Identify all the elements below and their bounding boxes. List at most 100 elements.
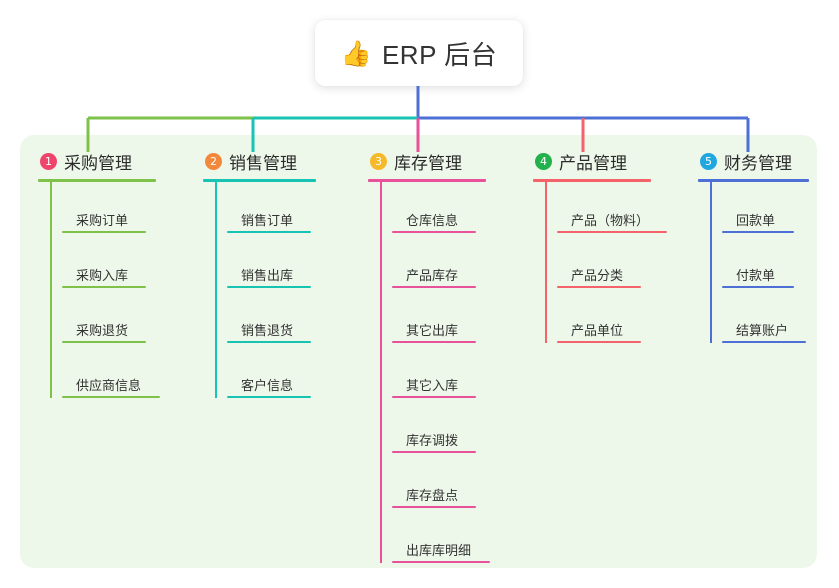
column-产品管理: 4 产品管理产品（物料） 产品分类产品单位: [533, 148, 667, 347]
column-title: 采购管理: [64, 153, 132, 173]
leaf-item-label: 其它出库: [406, 323, 459, 338]
leaf-item[interactable]: 产品库存: [380, 237, 486, 292]
column-title: 产品管理: [559, 153, 627, 173]
leaf-item-rule: [557, 286, 641, 288]
leaf-item-rule: [62, 341, 146, 343]
leaf-item-rule: [392, 396, 476, 398]
leaf-item[interactable]: 客户信息: [215, 347, 316, 402]
leaf-item-label: 产品单位: [571, 323, 624, 338]
leaf-item-label: 仓库信息: [406, 213, 459, 228]
column-header[interactable]: 2 销售管理: [203, 148, 316, 174]
leaf-item-rule: [557, 231, 667, 233]
leaf-item-rule: [227, 396, 311, 398]
leaf-item-label: 客户信息: [241, 378, 294, 393]
leaf-item-label: 其它入库: [406, 378, 459, 393]
leaf-item-rule: [392, 231, 476, 233]
leaf-item-rule: [392, 341, 476, 343]
leaf-item-label: 供应商信息: [76, 378, 142, 393]
leaf-item-label: 库存调拨: [406, 433, 459, 448]
leaf-item[interactable]: 采购订单: [50, 182, 156, 237]
leaf-item[interactable]: 采购入库: [50, 237, 156, 292]
column-header-rule: [533, 179, 651, 182]
column-header-rule: [698, 179, 809, 182]
column-spine: [50, 182, 52, 398]
root-node-label: ERP 后台: [381, 39, 498, 70]
leaf-item[interactable]: 其它入库: [380, 347, 486, 402]
column-items: 采购订单采购入库采购退货供应商信息: [38, 182, 160, 402]
leaf-item[interactable]: 产品单位: [545, 292, 651, 347]
leaf-item-label: 产品库存: [406, 268, 459, 283]
leaf-item-label: 销售退货: [241, 323, 294, 338]
leaf-item-label: 销售出库: [241, 268, 294, 283]
column-spine: [545, 182, 547, 343]
leaf-item-rule: [227, 341, 311, 343]
leaf-item[interactable]: 仓库信息: [380, 182, 486, 237]
leaf-item[interactable]: 其它出库: [380, 292, 486, 347]
leaf-item-rule: [722, 231, 794, 233]
column-index-badge: 1: [40, 152, 57, 170]
diagram-panel: [20, 135, 817, 568]
column-header[interactable]: 1 采购管理: [38, 148, 156, 174]
column-items: 销售订单销售出库销售退货客户信息: [203, 182, 316, 402]
leaf-item-label: 结算账户: [736, 323, 789, 338]
leaf-item-label: 回款单: [736, 213, 776, 228]
leaf-item-label: 采购退货: [76, 323, 129, 338]
column-items: 回款单付款单结算账户: [698, 182, 809, 347]
leaf-item-rule: [722, 341, 806, 343]
root-node-card[interactable]: 👍 ERP 后台: [315, 20, 523, 86]
leaf-item[interactable]: 库存调拨: [380, 402, 486, 457]
column-title: 销售管理: [229, 153, 297, 173]
leaf-item-label: 出库库明细: [406, 543, 472, 558]
leaf-item-rule: [392, 561, 490, 563]
leaf-item-rule: [557, 341, 641, 343]
column-title: 财务管理: [724, 153, 792, 173]
leaf-item[interactable]: 销售退货: [215, 292, 316, 347]
leaf-item-label: 产品（物料）: [571, 213, 650, 228]
leaf-item-label: 采购入库: [76, 268, 129, 283]
leaf-item-rule: [227, 286, 311, 288]
leaf-item-rule: [227, 231, 311, 233]
column-header[interactable]: 4 产品管理: [533, 148, 651, 174]
leaf-item-rule: [62, 231, 146, 233]
column-库存管理: 3 库存管理仓库信息产品库存其它出库其它入库库存调拨库存盘点出库库明细: [368, 148, 490, 567]
column-header[interactable]: 3 库存管理: [368, 148, 486, 174]
leaf-item-label: 库存盘点: [406, 488, 459, 503]
column-spine: [380, 182, 382, 563]
leaf-item[interactable]: 采购退货: [50, 292, 156, 347]
column-items: 仓库信息产品库存其它出库其它入库库存调拨库存盘点出库库明细: [368, 182, 490, 567]
column-index-badge: 2: [205, 152, 222, 170]
column-spine: [215, 182, 217, 398]
column-title: 库存管理: [394, 153, 462, 173]
leaf-item-label: 付款单: [736, 268, 776, 283]
thumbs-up-icon: 👍: [340, 39, 372, 68]
column-header[interactable]: 5 财务管理: [698, 148, 809, 174]
leaf-item-label: 销售订单: [241, 213, 294, 228]
leaf-item[interactable]: 产品分类: [545, 237, 651, 292]
column-财务管理: 5 财务管理回款单付款单结算账户: [698, 148, 809, 347]
leaf-item-rule: [62, 396, 160, 398]
leaf-item-label: 产品分类: [571, 268, 624, 283]
leaf-item-rule: [392, 451, 476, 453]
column-header-rule: [368, 179, 486, 182]
leaf-item[interactable]: 销售出库: [215, 237, 316, 292]
leaf-item[interactable]: 库存盘点: [380, 457, 486, 512]
column-index-badge: 5: [700, 152, 717, 170]
column-index-badge: 4: [535, 152, 552, 170]
leaf-item[interactable]: 结算账户: [710, 292, 809, 347]
leaf-item-rule: [392, 506, 476, 508]
column-header-rule: [38, 179, 156, 182]
leaf-item[interactable]: 出库库明细: [380, 512, 490, 567]
leaf-item[interactable]: 付款单: [710, 237, 809, 292]
leaf-item-rule: [722, 286, 794, 288]
leaf-item[interactable]: 回款单: [710, 182, 809, 237]
column-销售管理: 2 销售管理销售订单销售出库销售退货客户信息: [203, 148, 316, 402]
leaf-item-label: 采购订单: [76, 213, 129, 228]
column-items: 产品（物料） 产品分类产品单位: [533, 182, 667, 347]
leaf-item[interactable]: 销售订单: [215, 182, 316, 237]
column-spine: [710, 182, 712, 343]
leaf-item-rule: [392, 286, 476, 288]
column-采购管理: 1 采购管理采购订单采购入库采购退货供应商信息: [38, 148, 160, 402]
leaf-item[interactable]: 供应商信息: [50, 347, 160, 402]
column-index-badge: 3: [370, 152, 387, 170]
leaf-item[interactable]: 产品（物料）: [545, 182, 667, 237]
